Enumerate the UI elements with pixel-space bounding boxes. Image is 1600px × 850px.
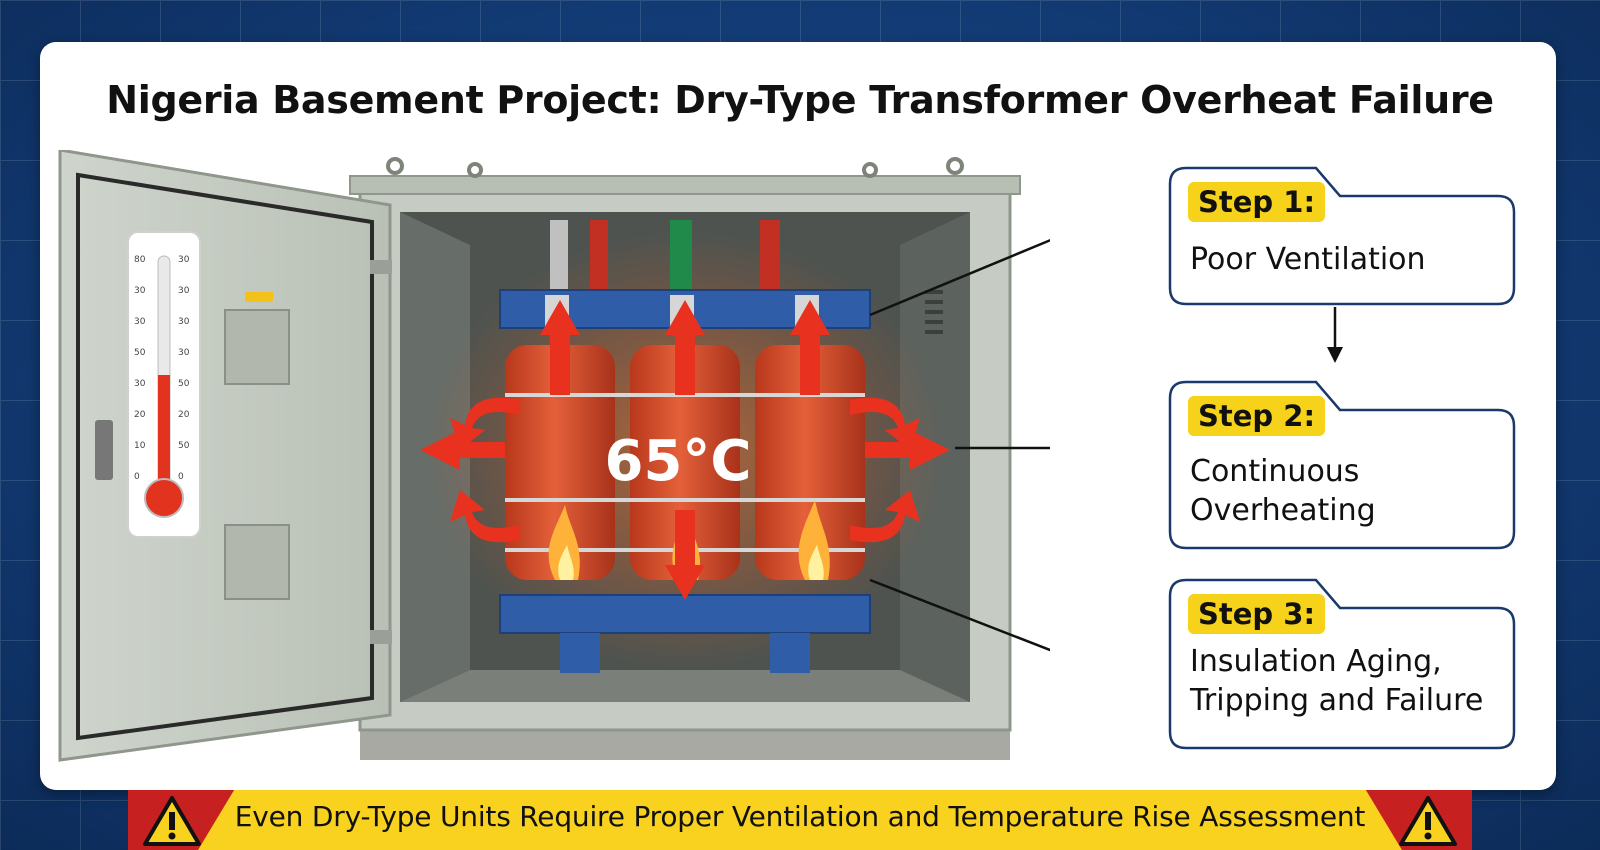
thermometer-tick-left: 30 (134, 379, 146, 389)
step-3-card: Step 3: Insulation Aging, Tripping and F… (1168, 578, 1516, 750)
step-2-badge: Step 2: (1188, 396, 1326, 436)
thermometer-tick-right: 30 (178, 317, 190, 327)
thermometer-tick-right: 30 (178, 255, 190, 265)
step-3-line-1: Insulation Aging, (1190, 644, 1442, 679)
thermometer-tick-right: 50 (178, 379, 190, 389)
door-handle (95, 420, 113, 480)
door-vent-lower (224, 524, 290, 600)
thermometer-tick-left: 50 (134, 348, 146, 358)
cabinet-top (349, 175, 1021, 195)
thermometer-scale-right: 30 30 30 30 50 20 50 0 (178, 255, 190, 482)
coil-1 (505, 345, 615, 580)
thermometer-tick-left: 10 (134, 441, 146, 451)
warning-icon-left (143, 796, 201, 846)
thermometer-tick-right: 0 (178, 472, 184, 482)
step-3-badge: Step 3: (1188, 594, 1326, 634)
concrete-base (360, 730, 1010, 760)
step-1-line-1: Poor Ventilation (1190, 242, 1426, 277)
step-2-card: Step 2: Continuous Overheating (1168, 380, 1516, 550)
step-1-card: Step 1: Poor Ventilation (1168, 166, 1516, 306)
thermometer-icon (127, 231, 201, 538)
connector-step-3 (869, 578, 1050, 652)
footer-banner: Even Dry-Type Units Require Proper Venti… (128, 790, 1472, 850)
thermometer-tick-left: 30 (134, 286, 146, 296)
step-connectors (869, 238, 1050, 652)
coil-2 (630, 345, 740, 580)
thermometer-tick-right: 30 (178, 286, 190, 296)
transformer-illustration: 65°C 80 30 30 50 30 20 10 0 30 30 30 30 50 20 50 0 (58, 150, 1050, 762)
step-1-text: Poor Ventilation (1190, 240, 1426, 279)
thermometer-tick-left: 20 (134, 410, 146, 420)
door-vent-upper (224, 309, 290, 385)
thermometer-tick-left: 30 (134, 317, 146, 327)
thermometer-tick-left: 0 (134, 472, 140, 482)
step-3-line-2: Tripping and Failure (1190, 683, 1484, 718)
connector-step-1 (869, 238, 1050, 317)
step-down-arrow (1327, 307, 1343, 363)
step-1-badge: Step 1: (1188, 182, 1326, 222)
coil-3 (755, 345, 865, 580)
cabinet-door (58, 150, 392, 762)
thermometer-tick-left: 80 (134, 255, 146, 265)
step-2-text: Continuous Overheating (1190, 452, 1376, 530)
step-2-line-1: Continuous (1190, 454, 1360, 489)
footer-banner-inner (198, 790, 1402, 850)
temperature-label: 65°C (604, 429, 751, 494)
footer-text: Even Dry-Type Units Require Proper Venti… (234, 800, 1366, 833)
thermometer-scale-left: 80 30 30 50 30 20 10 0 (134, 255, 146, 482)
step-2-line-2: Overheating (1190, 493, 1376, 528)
page-title: Nigeria Basement Project: Dry-Type Trans… (106, 78, 1494, 122)
thermometer-tick-right: 30 (178, 348, 190, 358)
thermometer-tick-right: 50 (178, 441, 190, 451)
thermometer-tick-right: 20 (178, 410, 190, 420)
step-3-text: Insulation Aging, Tripping and Failure (1190, 642, 1483, 720)
lower-frame (499, 594, 871, 634)
warning-icon-right (1399, 796, 1457, 846)
heat-arrows (420, 300, 950, 600)
